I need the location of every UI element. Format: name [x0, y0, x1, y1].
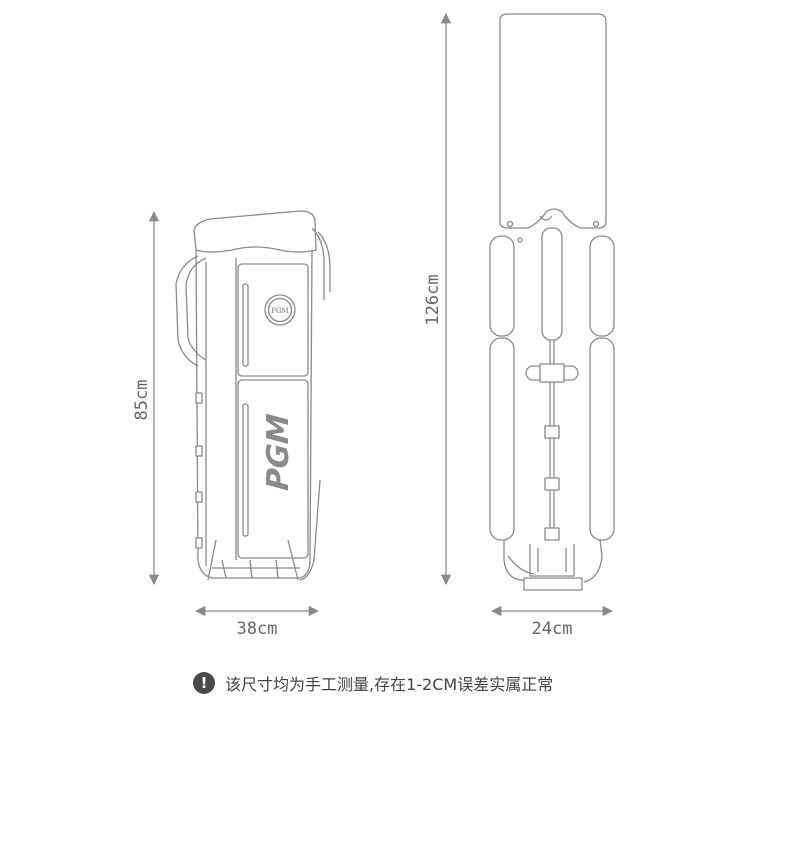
open-height-label: 126cm: [423, 274, 443, 325]
dimension-lines: [148, 12, 614, 617]
bag-side-view: [175, 210, 331, 581]
side-logo-text: PGM: [261, 410, 295, 496]
open-width-label: 24cm: [532, 619, 573, 639]
badge-logo-text: PGM: [271, 307, 288, 315]
folded-width-label: 38cm: [237, 619, 278, 639]
bag-open-view: [489, 13, 615, 591]
folded-height-label: 85cm: [132, 380, 152, 421]
measurement-note-text: 该尺寸均为手工测量,存在1-2CM误差实属正常: [225, 675, 554, 694]
exclamation-icon: !: [193, 672, 215, 694]
measurement-note: ! 该尺寸均为手工测量,存在1-2CM误差实属正常: [193, 669, 553, 697]
